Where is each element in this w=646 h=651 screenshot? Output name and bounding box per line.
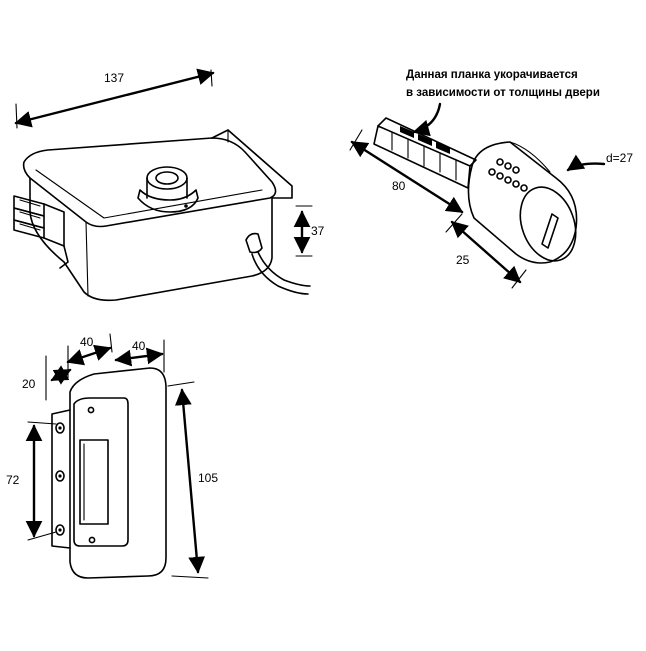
top-hole — [87, 406, 95, 414]
dim-label-105: 105 — [198, 471, 218, 485]
dim-label-80: 80 — [392, 179, 406, 193]
lock-body-drawing: 137 37 — [13, 68, 325, 302]
dim-line-40-left — [66, 344, 112, 366]
dim-line-80 — [350, 140, 464, 214]
dim-line-20 — [50, 365, 72, 385]
cylinder-note-line1: Данная планка укорачивается — [406, 69, 578, 81]
strike-plate-inner — [73, 397, 129, 547]
lock-bolts — [13, 195, 69, 269]
dim-label-72: 72 — [6, 473, 20, 487]
dim-label-137: 137 — [104, 71, 124, 85]
dim-line-137 — [14, 68, 215, 128]
lock-front-face — [29, 177, 273, 302]
strike-plate-drawing: 40 40 20 72 105 — [6, 333, 218, 579]
dim-label-40-left: 40 — [80, 335, 94, 349]
dim-line-105 — [174, 388, 206, 574]
dim-label-20: 20 — [22, 377, 36, 391]
cylinder-drawing: Данная планка укорачивается в зависимост… — [349, 69, 633, 289]
diameter-pointer-arrow — [566, 154, 606, 172]
dim-line-25 — [450, 220, 522, 284]
lock-edge — [85, 221, 89, 297]
cylinder-pins — [488, 158, 528, 192]
cylinder-body — [467, 141, 578, 264]
dim-label-25: 25 — [456, 253, 470, 267]
lock-top-face — [22, 137, 277, 228]
flange-screws — [55, 422, 65, 536]
dim-line-40-right — [114, 347, 164, 367]
dim-label-40-right: 40 — [132, 339, 146, 353]
bottom-hole — [88, 536, 96, 544]
lock-cable — [245, 232, 311, 295]
cylinder-note-line2: в зависимости от толщины двери — [406, 87, 600, 99]
note-pointer-arrow — [412, 102, 442, 137]
dim-label-37: 37 — [311, 224, 325, 238]
strike-plate-outline — [51, 367, 167, 579]
lock-top-inner-edge — [35, 169, 263, 219]
diameter-label: d=27 — [606, 151, 633, 165]
latch-opening — [79, 439, 109, 525]
lock-rear-flange — [211, 129, 293, 199]
lock-knob — [137, 166, 199, 213]
